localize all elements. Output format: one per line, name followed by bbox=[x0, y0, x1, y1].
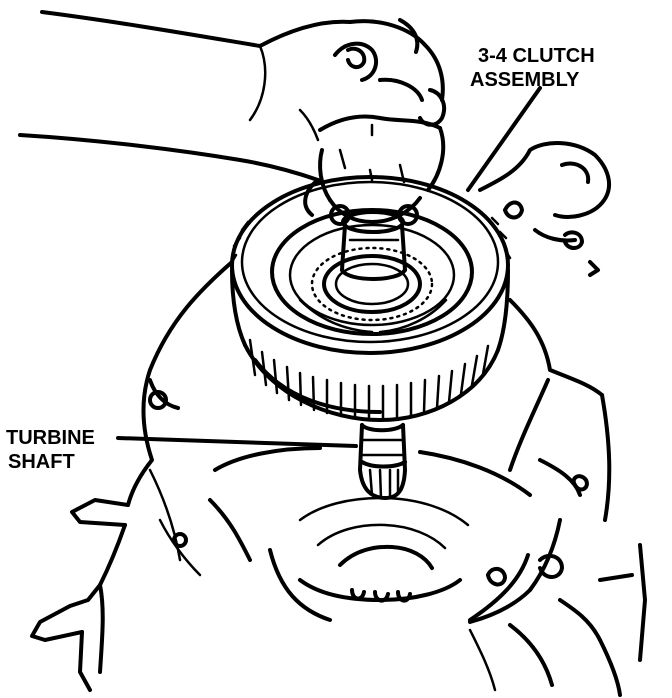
clutch-label-line2: ASSEMBLY bbox=[470, 69, 580, 91]
turbine-shaft bbox=[358, 423, 407, 500]
turbine-leader-line bbox=[116, 436, 358, 448]
clutch-drum bbox=[230, 175, 512, 422]
transmission-case bbox=[30, 141, 647, 697]
clutch-label-line1: 3-4 CLUTCH bbox=[478, 45, 595, 67]
clutch-leader-line bbox=[466, 86, 542, 192]
clutch-teeth bbox=[230, 216, 512, 421]
turbine-label-line1: TURBINE bbox=[6, 427, 95, 449]
hand bbox=[18, 10, 447, 217]
turbine-label-line2: SHAFT bbox=[8, 451, 75, 473]
input-hub bbox=[328, 196, 422, 281]
